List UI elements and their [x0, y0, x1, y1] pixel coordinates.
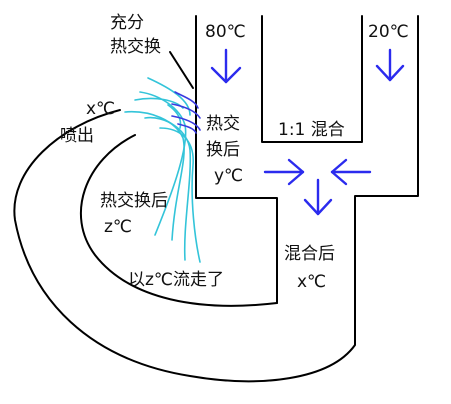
- hot-inlet-temperature: 80℃: [205, 22, 246, 42]
- outer-return-loop: [13, 109, 356, 383]
- left-arrow-icon-mix: [330, 158, 372, 186]
- down-arrow-icon-cold-inlet: [375, 48, 405, 82]
- spray-curls: [171, 91, 201, 134]
- after-exchange-label-line2: 换后: [206, 140, 240, 160]
- right-inlet-outer-wall: [354, 15, 419, 291]
- left-lower-wall: [195, 91, 278, 304]
- spray-lines: [124, 77, 201, 263]
- full-exchange-label-line2: 热交换: [110, 37, 161, 57]
- inner-return-loop: [79, 134, 278, 307]
- down-arrow-icon-hot-inlet: [210, 48, 242, 84]
- after-exchange-label-line3: y℃: [214, 166, 244, 186]
- spray-temperature-label: x℃: [86, 99, 116, 119]
- flow-away-label: 以z℃流走了: [128, 270, 225, 290]
- spray-label: 喷出: [60, 126, 94, 146]
- right-arrow-icon-mix: [263, 158, 305, 186]
- after-exchange-label-line1: 热交: [206, 114, 240, 134]
- mixed-label-line1: 混合后: [284, 244, 335, 264]
- inner-exchange-label-line2: z℃: [104, 217, 133, 237]
- mixing-u-inner-wall: [261, 15, 363, 143]
- mixed-label-line2: x℃: [297, 272, 327, 292]
- inner-exchange-label-line1: 热交换后: [100, 191, 168, 211]
- mix-ratio-label: 1:1 混合: [278, 120, 345, 140]
- down-arrow-icon-mix-outlet: [303, 178, 333, 216]
- pointer-line: [169, 51, 194, 89]
- full-exchange-label-line1: 充分: [110, 13, 144, 33]
- cold-inlet-temperature: 20℃: [368, 22, 409, 42]
